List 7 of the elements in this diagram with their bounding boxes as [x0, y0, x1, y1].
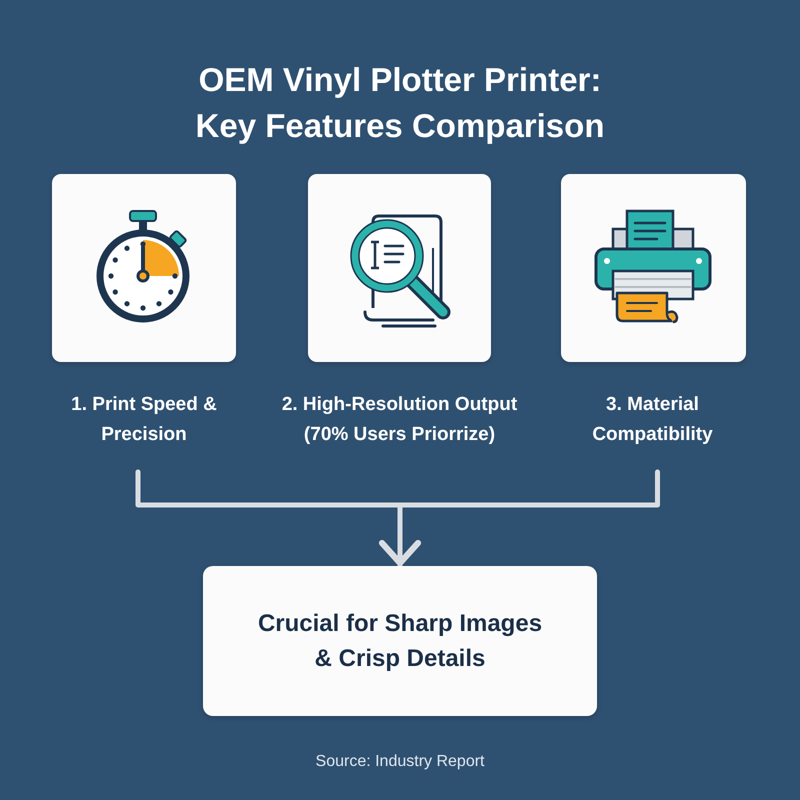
- result-box: [203, 566, 597, 716]
- title: OEM Vinyl Plotter Printer: Key Features Comparison: [194, 60, 606, 146]
- source-note: Source: Industry Report: [314, 752, 486, 772]
- feature-label: 2. High-Resolution Output (70% Users Priorrize): [280, 393, 518, 447]
- result-text: Crucial for Sharp Images & Crisp Details: [256, 609, 544, 674]
- feature-label: 3. Material Compatibility: [591, 393, 714, 447]
- feature-label: 1. Print Speed & Precision: [70, 393, 218, 447]
